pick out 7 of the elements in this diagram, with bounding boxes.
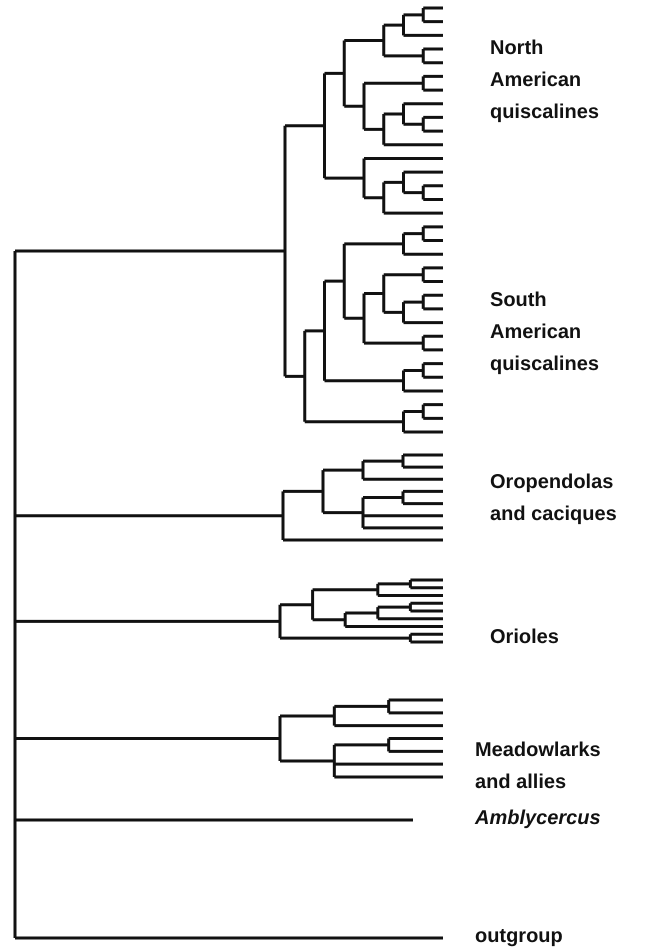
taxon-label: outgroup [475, 924, 563, 949]
clade-label: Orioles [490, 625, 559, 650]
clade-label: North American quiscalines [490, 36, 600, 125]
clade-label: South American quiscalines [490, 288, 600, 377]
clade-label: Oropendolas and caciques [490, 470, 618, 527]
clade-label: Meadowlarks and allies [475, 738, 602, 795]
taxon-label: Amblycercus [475, 806, 601, 831]
